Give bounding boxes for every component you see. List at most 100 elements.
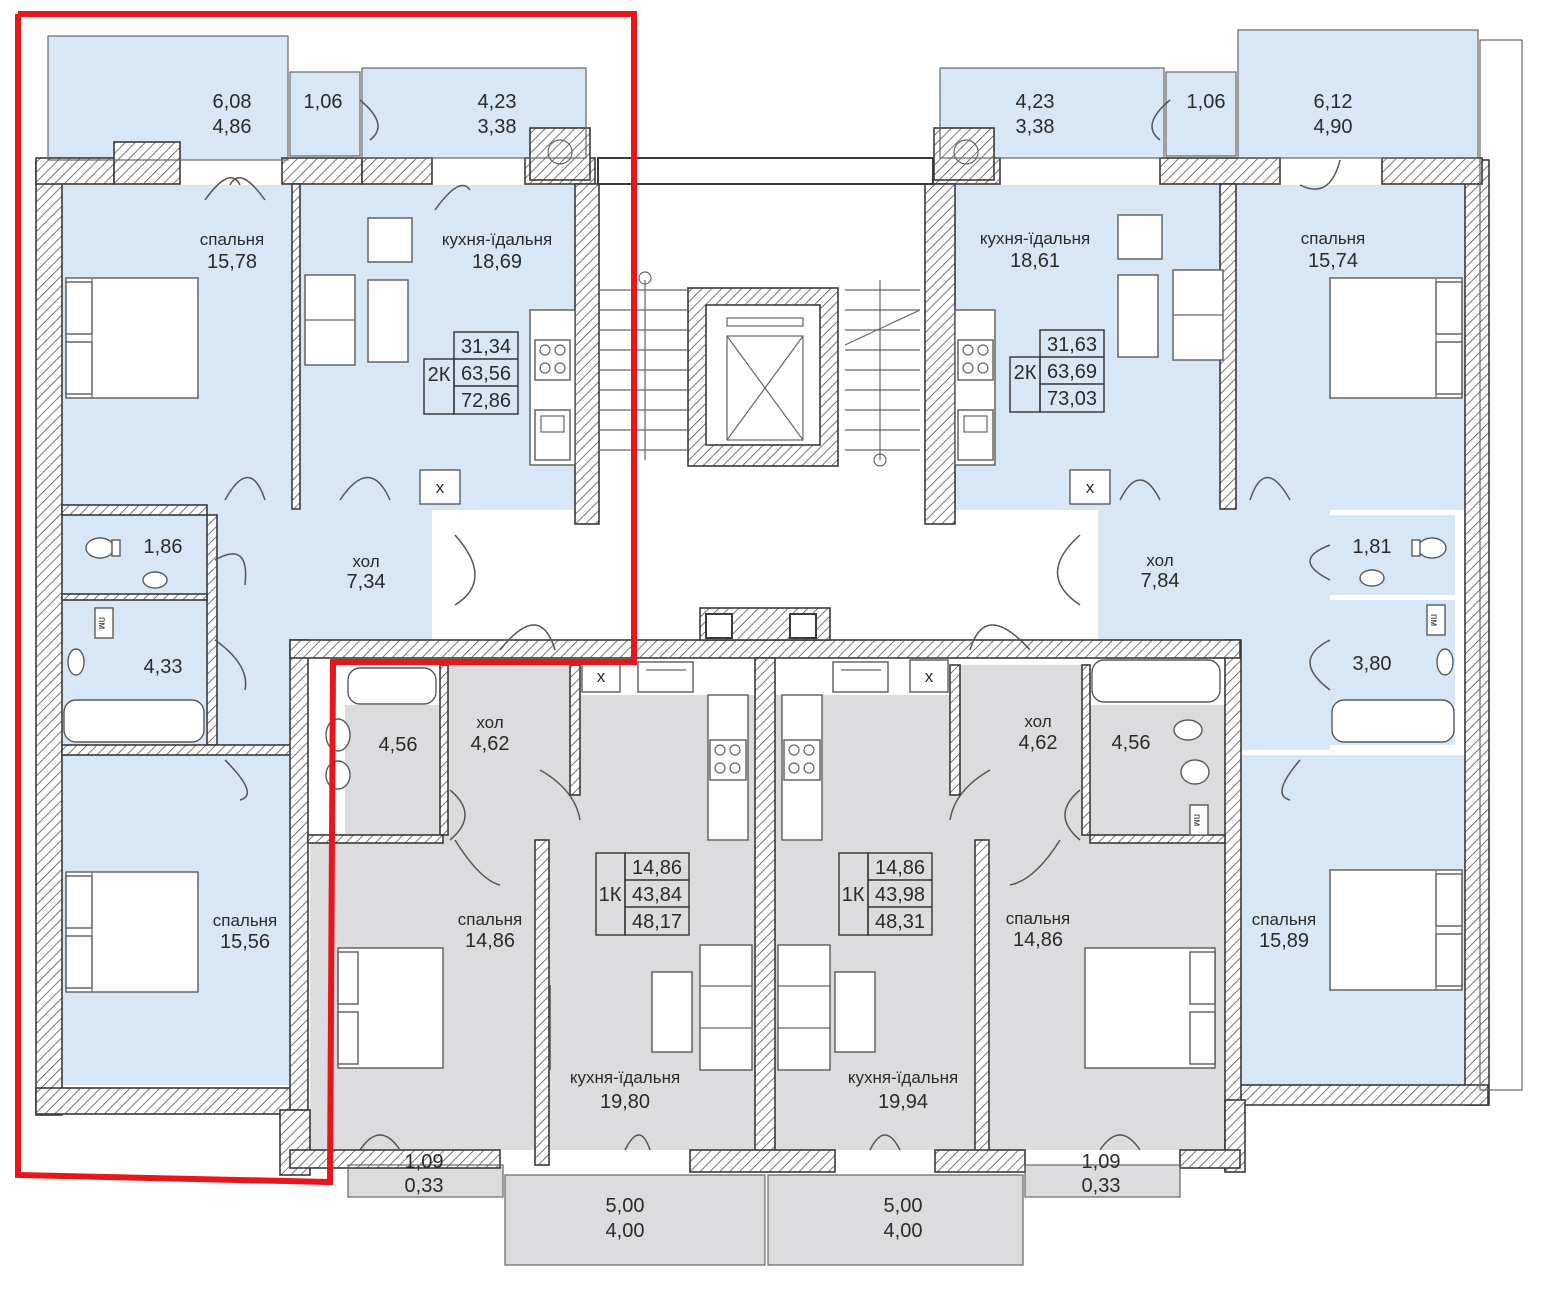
- kitchen-sink-icon: [637, 661, 694, 693]
- pm-marker: пм: [1428, 614, 1439, 626]
- service-markers: пм пм пм x x x x: [94, 469, 1446, 836]
- wall-outer-left: [35, 159, 63, 1116]
- wall-left-bath-bottom: [61, 744, 293, 756]
- balcony-top-left: [48, 36, 288, 160]
- sofa-icon: [777, 944, 831, 1071]
- apartment-summary-right-2k: 2К 31,63 63,69 73,03: [1009, 329, 1105, 413]
- balcony-area-reduced: 4,86: [213, 116, 252, 138]
- balcony-area-reduced: 4,00: [606, 1220, 645, 1242]
- mid-wall-bottom-2: [689, 1149, 836, 1173]
- door-swing-icon: [204, 99, 1341, 1151]
- balcony-bottom-right: [1025, 1165, 1180, 1197]
- chair-icon: [367, 217, 413, 263]
- room-area: 4,62: [471, 733, 510, 755]
- corridor-wall-top: [597, 157, 934, 185]
- balcony-area: 6,12: [1314, 91, 1353, 113]
- sofa-icon: [1172, 269, 1224, 361]
- balcony-area-reduced: 3,38: [478, 116, 517, 138]
- storage-area: 1,06: [304, 91, 343, 113]
- chair-icon: [1117, 214, 1163, 260]
- room-area: 19,94: [878, 1091, 928, 1113]
- balcony-area-reduced: 4,00: [884, 1220, 923, 1242]
- sofa-icon: [699, 944, 753, 1071]
- total-area-with-balcony: 72,86: [461, 390, 511, 412]
- walls: [35, 29, 1523, 1266]
- sink-icon: [1173, 719, 1203, 741]
- table-icon: [1117, 274, 1159, 358]
- total-area: 43,84: [632, 884, 682, 906]
- mid-wall-bath-left: [439, 664, 449, 836]
- balcony-area-reduced: 0,33: [405, 1175, 444, 1197]
- room-area: 18,61: [1010, 250, 1060, 272]
- room-name: спальня: [1006, 909, 1071, 928]
- wall-top-right-2: [1159, 157, 1281, 185]
- bed-icon: [1329, 277, 1463, 399]
- sink-icon: [1436, 648, 1454, 676]
- sink-icon: [67, 648, 85, 676]
- wall-right-bedroom-left: [1224, 639, 1242, 1171]
- balcony-area: 1,09: [405, 1151, 444, 1173]
- room-name: спальня: [213, 911, 278, 930]
- living-area: 31,34: [461, 336, 511, 358]
- room-area: 15,89: [1259, 930, 1309, 952]
- table-icon: [367, 279, 409, 363]
- x-marker: x: [597, 667, 606, 686]
- stove-icon: [783, 739, 821, 781]
- balcony-area: 1,09: [1082, 1151, 1121, 1173]
- balcony-area-reduced: 0,33: [1082, 1175, 1121, 1197]
- hall-top-right-lower: [1240, 640, 1330, 750]
- sink-icon: [142, 571, 168, 589]
- wall-bottom-left: [35, 1087, 293, 1115]
- mid-wall-bottom-3: [934, 1149, 1026, 1173]
- mid-wall-left-kitchen: [534, 839, 550, 1166]
- balcony-area-reduced: 4,90: [1314, 116, 1353, 138]
- total-area: 43,98: [875, 884, 925, 906]
- wall-outer-right: [1464, 159, 1490, 1106]
- wc-top-left: [62, 515, 207, 595]
- toilet-icon: [1180, 759, 1210, 785]
- x-marker: x: [436, 478, 445, 497]
- furniture: [63, 214, 1463, 1071]
- wall-hall-left-top: [61, 504, 208, 516]
- room-name: спальня: [200, 230, 265, 249]
- room-name: хол: [476, 713, 503, 732]
- stove-icon: [709, 739, 747, 781]
- wall-top-right: [1381, 157, 1483, 185]
- room-name: кухня-їдальня: [570, 1068, 680, 1087]
- sofa-icon: [304, 274, 356, 366]
- bed-icon: [65, 871, 199, 993]
- room-area: 1,81: [1353, 536, 1392, 558]
- balcony-area: 5,00: [884, 1195, 923, 1217]
- mid-wall-bottom: [289, 1149, 501, 1169]
- wall-left-bathdivide: [61, 593, 208, 601]
- apartment-type: 1К: [842, 884, 865, 906]
- wall-partition-left: [291, 183, 301, 510]
- vent-shaft-top-left: [529, 127, 591, 181]
- wall-bath-left: [206, 514, 218, 746]
- pm-marker: пм: [96, 617, 107, 629]
- room-area: 4,62: [1019, 732, 1058, 754]
- kitchen-sink-icon: [957, 409, 994, 461]
- storage-top-right: [1166, 72, 1236, 156]
- table-icon: [834, 971, 876, 1053]
- sink-icon: [1359, 569, 1385, 587]
- hall-top-left-lower: [207, 640, 292, 750]
- mid-wall-center: [754, 657, 776, 1169]
- mid-wall-hall-left: [569, 664, 581, 796]
- room-area: 18,69: [472, 251, 522, 273]
- room-area: 3,80: [1353, 653, 1392, 675]
- bed-icon: [1084, 947, 1216, 1069]
- room-area: 1,86: [144, 536, 183, 558]
- room-name: кухня-їдальня: [980, 229, 1090, 248]
- room-name: спальня: [1252, 910, 1317, 929]
- bathtub-icon: [347, 667, 437, 705]
- bed-icon: [1329, 869, 1463, 991]
- stove-icon: [957, 339, 994, 381]
- total-area: 63,69: [1047, 361, 1097, 383]
- room-area: 7,34: [347, 571, 386, 593]
- bathtub-icon: [63, 699, 205, 743]
- room-area: 15,56: [220, 931, 270, 953]
- selected-apartment-outline: [15, 11, 637, 1186]
- room-name: спальня: [458, 910, 523, 929]
- apartment-summary-mid-left-1k: 1К 14,86 43,84 48,17: [595, 852, 690, 936]
